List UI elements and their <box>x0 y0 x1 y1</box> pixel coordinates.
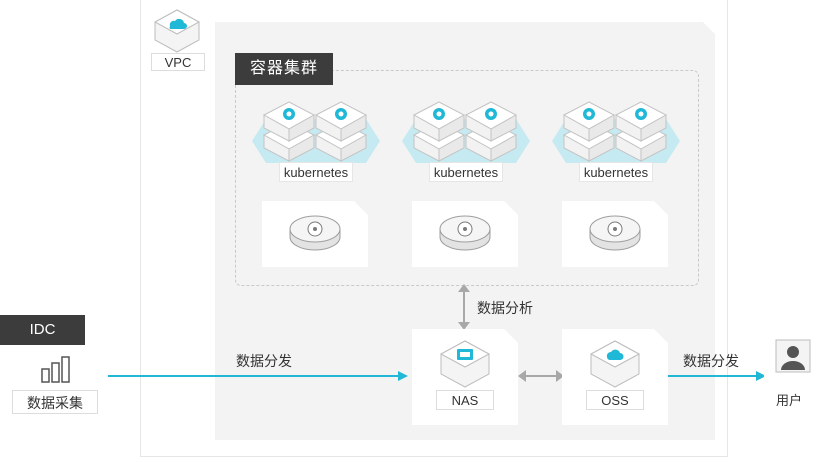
user-icon <box>775 339 811 373</box>
k8s-label: kubernetes <box>429 162 503 182</box>
bar-chart-icon <box>41 356 70 383</box>
k8s-label: kubernetes <box>579 162 653 182</box>
cluster-title: 容器集群 <box>235 53 333 85</box>
vpc-label: VPC <box>151 53 205 71</box>
k8s-group-3 <box>552 93 680 163</box>
oss-label: OSS <box>586 390 644 410</box>
k8s-cluster-icon <box>402 101 530 163</box>
disk-icon <box>562 201 668 267</box>
idc-title: IDC <box>0 315 85 345</box>
ingest-arrow <box>108 371 408 381</box>
nas-icon <box>412 329 518 399</box>
disk-icon <box>262 201 368 267</box>
k8s-group-2 <box>402 93 530 163</box>
analysis-label: 数据分析 <box>477 300 533 316</box>
deliver-label: 数据分发 <box>683 353 739 369</box>
nas-label: NAS <box>436 390 494 410</box>
vpc-cloud-icon <box>152 8 202 54</box>
oss-icon <box>562 329 668 399</box>
deliver-arrow <box>668 371 766 381</box>
disk-icon <box>412 201 518 267</box>
k8s-cluster-icon <box>252 101 380 163</box>
ingest-label: 数据分发 <box>236 353 292 369</box>
storage-disk-card-3 <box>562 201 668 267</box>
oss-card <box>562 329 668 425</box>
k8s-label: kubernetes <box>279 162 353 182</box>
nas-oss-arrow <box>518 370 564 382</box>
idc-collect-label: 数据采集 <box>12 390 98 414</box>
k8s-group-1 <box>252 93 380 163</box>
analysis-arrow <box>458 284 470 330</box>
container-cluster-box <box>235 70 699 286</box>
k8s-cluster-icon <box>552 101 680 163</box>
user-label: 用户 <box>776 393 803 408</box>
storage-disk-card-1 <box>262 201 368 267</box>
storage-disk-card-2 <box>412 201 518 267</box>
